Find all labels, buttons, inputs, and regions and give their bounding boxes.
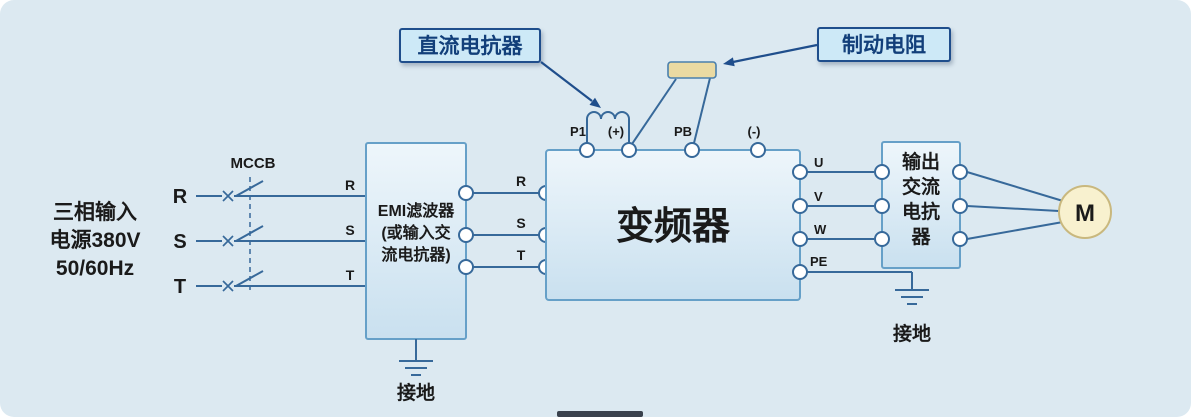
terminal-label-w: W [814,222,827,237]
inverter-in-label-s: S [516,215,525,231]
terminal-minus [750,142,766,158]
terminal-p1 [579,142,595,158]
brake-resistor-lead-right [693,77,711,144]
emi-out-terminal-s [458,227,474,243]
reactor-label-line3: 电抗 [902,200,940,223]
phase-s-switch-blade [235,225,264,242]
brake-resistor-callout-box [817,27,951,62]
inverter-to-reactor-wires [792,164,913,290]
motor-wire-u [966,171,1064,202]
wire-pe [807,271,913,290]
terminal-label-p1: P1 [570,124,586,139]
motor-circle [1058,185,1112,239]
terminal-plus [621,142,637,158]
ground-right-icon [895,289,929,305]
terminal-label-pb: PB [674,124,692,139]
reactor-label-line2: 交流 [902,175,940,198]
phase-r-contact-cross-icon [222,190,234,202]
reactor-in-terminal-u [874,164,890,180]
reactor-in-terminal-v [874,198,890,214]
brake-resistor-icon [667,61,717,79]
terminal-pb [684,142,700,158]
terminal-label-v: V [814,189,823,204]
emi-out-terminal-r [458,185,474,201]
reactor-to-motor-wires [966,171,1064,240]
ground-left-label: 接地 [397,381,435,404]
inverter-in-label-r: R [516,173,526,189]
reactor-out-terminal-w [952,231,968,247]
emi-in-terminal-r: R [345,177,355,193]
phase-r-wire [196,180,366,202]
inverter-out-terminal-pe [792,264,808,280]
inverter-out-terminal-w [792,231,808,247]
phase-label-t: T [174,276,186,298]
source-line2: 电源380V [49,229,140,252]
phase-s-wire [196,225,366,247]
reactor-label-line4: 器 [910,226,931,248]
dc-reactor-coil-icon [586,111,630,120]
cropped-bottom-text [557,411,643,417]
emi-label-line1: EMI滤波器 [378,201,455,220]
brake-resistor-arrow [732,43,818,64]
emi-in-terminal-t: T [346,267,355,283]
terminal-label-pe: PE [810,254,828,269]
source-line3: 50/60Hz [56,257,134,280]
brake-resistor-arrowhead-icon [723,57,735,67]
brake-resistor-callout-label: 制动电阻 [842,34,926,57]
inverter-box [545,149,801,301]
power-source-label: 三相输入 电源380V 50/60Hz [49,200,140,280]
source-line1: 三相输入 [53,200,137,224]
phase-r-switch-blade [235,180,264,197]
motor-wire-w [966,221,1064,240]
terminal-label-u: U [814,155,823,170]
inverter-in-label-t: T [517,247,526,263]
phase-s-contact-cross-icon [222,235,234,247]
reactor-in-terminal-w [874,231,890,247]
inverter-out-terminal-u [792,164,808,180]
dc-reactor-arrowhead-icon [589,97,601,108]
emi-label-line2: (或输入交 [381,223,450,242]
motor-label: M [1075,200,1095,227]
emi-label-line3: 流电抗器) [381,245,450,264]
motor-wire-v [966,205,1060,212]
emi-in-terminal-s: S [345,222,354,238]
ground-left-icon [399,360,433,376]
reactor-out-terminal-u [952,164,968,180]
reactor-out-terminal-v [952,198,968,214]
mccb-label: MCCB [231,155,276,172]
dc-reactor-callout-box [399,28,541,63]
brake-resistor-lead-left [631,78,677,145]
emi-out-terminal-t [458,259,474,275]
phase-t-switch-blade [235,270,264,287]
ground-right-label: 接地 [893,322,931,345]
phase-label-r: R [173,186,188,208]
inverter-title: 变频器 [616,206,731,248]
phase-t-wire [196,270,366,292]
dc-reactor-callout-label: 直流电抗器 [418,34,524,58]
terminal-label-plus: (+) [608,124,624,139]
reactor-label-line1: 输出 [902,150,940,173]
phase-t-contact-cross-icon [222,280,234,292]
dc-reactor-leads [586,119,630,143]
dc-reactor-arrow [540,61,593,102]
inverter-out-terminal-v [792,198,808,214]
ground-symbol-left [399,339,433,376]
phase-label-s: S [173,231,186,253]
terminal-label-minus: (-) [748,124,761,139]
